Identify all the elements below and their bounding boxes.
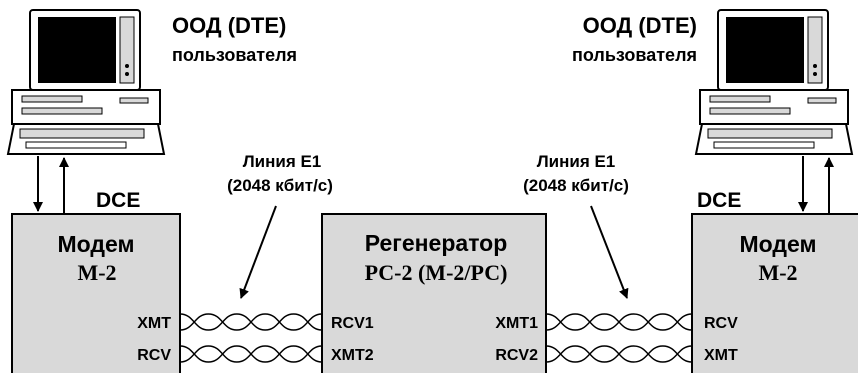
left-modem-port-rcv: RCV	[137, 347, 171, 364]
left-pair-top-wire-b	[179, 313, 323, 331]
left-dce-label: DCE	[96, 189, 140, 212]
regenerator-port-rcv1: RCV1	[331, 315, 374, 332]
regenerator-box	[321, 213, 547, 373]
right-modem-port-rcv: RCV	[704, 315, 738, 332]
left-terminal-subtitle: пользователя	[172, 45, 297, 65]
regenerator-port-rcv2: RCV2	[495, 347, 538, 364]
right-computer-icon	[694, 9, 854, 155]
left-line-name: Линия Е1	[243, 152, 322, 171]
left-modem-box	[11, 213, 181, 373]
right-line-pointer-arrow	[590, 205, 629, 299]
left-line-pointer-arrow	[239, 205, 277, 299]
regenerator-model: РС-2 (М-2/РС)	[365, 260, 508, 285]
regenerator-port-xmt2: XMT2	[331, 347, 374, 364]
left-modem-name: Модем	[57, 231, 134, 257]
regenerator-name: Регенератор	[365, 230, 508, 256]
right-terminal-title: ООД (DTE)	[583, 13, 697, 38]
right-terminal-subtitle: пользователя	[572, 45, 697, 65]
right-modem-model: М-2	[758, 260, 797, 285]
left-modem-model: М-2	[77, 260, 116, 285]
left-modem-port-xmt: XMT	[137, 315, 171, 332]
right-dce-label: DCE	[697, 189, 741, 212]
left-dte-arrows	[33, 156, 69, 213]
left-pair-bottom-wire-b	[179, 345, 323, 363]
left-terminal-title: ООД (DTE)	[172, 13, 286, 38]
right-line-rate: (2048 кбит/с)	[523, 176, 629, 195]
twisted-pair-lines	[179, 313, 693, 363]
right-pair-bottom-wire-b	[545, 345, 693, 363]
right-modem-name: Модем	[739, 231, 816, 257]
left-computer-icon	[6, 9, 166, 155]
right-pair-top-wire-b	[545, 313, 693, 331]
right-dte-arrows	[798, 156, 834, 213]
right-line-name: Линия Е1	[537, 152, 616, 171]
left-line-rate: (2048 кбит/с)	[227, 176, 333, 195]
right-modem-box	[691, 213, 858, 373]
regenerator-port-xmt1: XMT1	[495, 315, 538, 332]
right-modem-port-xmt: XMT	[704, 347, 738, 364]
